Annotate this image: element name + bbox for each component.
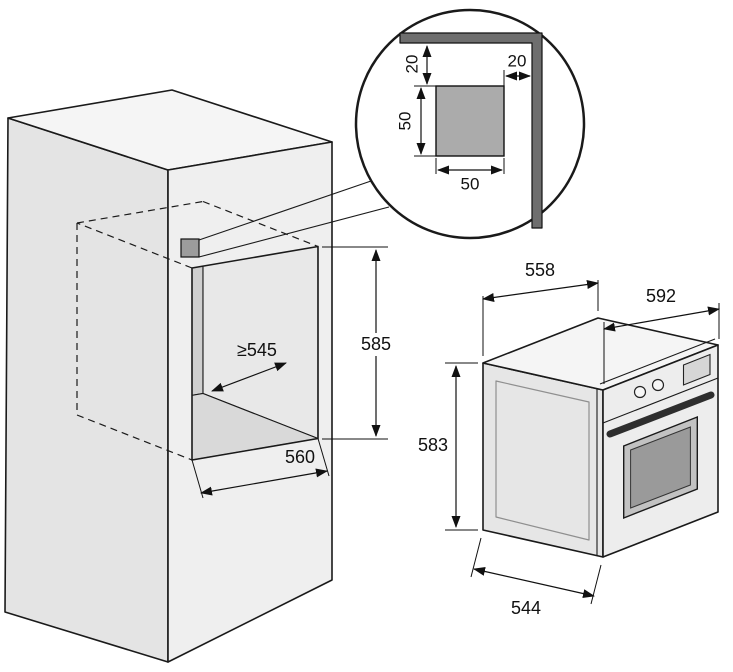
dim-oven-height: 583 <box>418 362 478 531</box>
extension-line <box>470 537 482 578</box>
hidden-edge <box>202 200 319 248</box>
callout-line-lower <box>198 206 390 258</box>
detail-view: 20 20 50 50 <box>354 8 586 240</box>
control-knob <box>633 385 647 399</box>
dim-arrow <box>473 567 595 598</box>
dim-offset-top-label: 20 <box>402 55 421 74</box>
detail-extension-lines <box>414 70 505 174</box>
dim-label-bg <box>356 333 396 356</box>
hidden-edge <box>76 222 193 269</box>
door-window-inner <box>630 426 691 509</box>
dim-niche-width: 560 <box>191 438 330 499</box>
cabinet-left-face <box>4 117 169 663</box>
dim-arrow <box>200 468 328 496</box>
dim-cutout-width-label: 50 <box>461 174 480 193</box>
dim-oven-bottom-depth: 544 <box>470 537 602 618</box>
dim-oven-front-width: 592 <box>603 286 720 384</box>
dim-niche-depth: ≥545 <box>211 340 287 392</box>
wall-section <box>399 32 543 229</box>
dim-niche-height-label: 585 <box>361 334 391 354</box>
dim-niche-width-label: 560 <box>285 447 315 467</box>
control-display <box>682 353 711 386</box>
control-knob <box>651 378 665 392</box>
dim-offset-right: 20 <box>505 51 531 81</box>
dim-oven-bottom-depth-label: 544 <box>511 598 541 618</box>
detail-callout <box>198 180 390 258</box>
dim-offset-top: 20 <box>402 45 432 85</box>
door-handle <box>606 391 715 438</box>
dim-oven-front-width-label: 592 <box>646 286 676 306</box>
dim-offset-right-label: 20 <box>508 51 527 70</box>
oven-drawing: 558 592 583 544 <box>418 260 720 618</box>
dim-arrow <box>603 306 720 332</box>
dim-oven-top-depth-label: 558 <box>525 260 555 280</box>
dim-niche-depth-label: ≥545 <box>237 340 277 360</box>
dim-arrow <box>482 280 599 302</box>
dim-oven-height-label: 583 <box>418 435 448 455</box>
dim-niche-height: 585 <box>322 246 396 440</box>
dim-cutout-height-label: 50 <box>395 112 414 131</box>
dim-cutout-width: 50 <box>437 165 503 193</box>
hidden-edge <box>76 200 204 224</box>
cutout-square <box>435 85 505 157</box>
extension-line <box>590 564 602 605</box>
vent-cutout-square <box>180 238 200 258</box>
dim-arrow <box>211 362 287 392</box>
dim-oven-top-depth: 558 <box>482 260 599 356</box>
cabinet-drawing: 585 560 ≥545 <box>4 89 396 663</box>
oven-top-lip-line <box>599 338 716 385</box>
hidden-edge <box>76 414 193 461</box>
oven-side-panel-outline <box>495 380 590 541</box>
niche-hidden-edges <box>76 200 319 461</box>
callout-line-upper <box>198 180 372 241</box>
control-panel-divider <box>602 377 719 424</box>
dim-cutout-height: 50 <box>395 87 426 155</box>
